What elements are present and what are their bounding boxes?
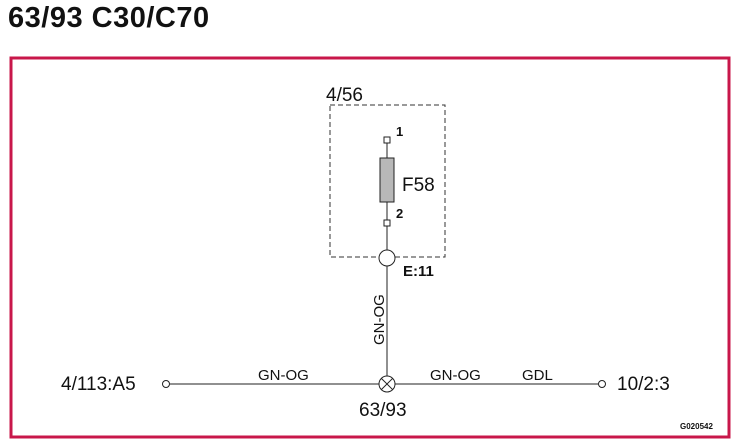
fuse-pin-1 xyxy=(383,136,391,144)
left-terminal-label: 4/113:A5 xyxy=(61,374,136,395)
junction-label: 63/93 xyxy=(359,400,407,421)
fuse-label: F58 xyxy=(402,175,435,196)
page-title: 63/93 C30/C70 xyxy=(8,2,210,34)
vertical-wire-color: GN-OG xyxy=(371,294,388,345)
fuse-symbol xyxy=(379,157,395,203)
figure-code: G020542 xyxy=(680,422,713,431)
component-box-label: 4/56 xyxy=(326,85,363,106)
left-wire-color: GN-OG xyxy=(258,367,309,384)
fuse-pin-2-label: 2 xyxy=(396,206,403,221)
connector-symbol xyxy=(378,249,396,267)
junction-symbol xyxy=(378,375,396,393)
right-wire-color: GN-OG xyxy=(430,367,481,384)
left-terminal xyxy=(162,380,170,388)
fuse-pin-2 xyxy=(383,219,391,227)
connector-label: E:11 xyxy=(403,263,434,280)
diagram-frame xyxy=(9,56,731,439)
right-terminal-label: 10/2:3 xyxy=(617,374,670,395)
right-terminal xyxy=(598,380,606,388)
fuse-pin-1-label: 1 xyxy=(396,124,403,139)
right-wire-note: GDL xyxy=(522,367,553,384)
